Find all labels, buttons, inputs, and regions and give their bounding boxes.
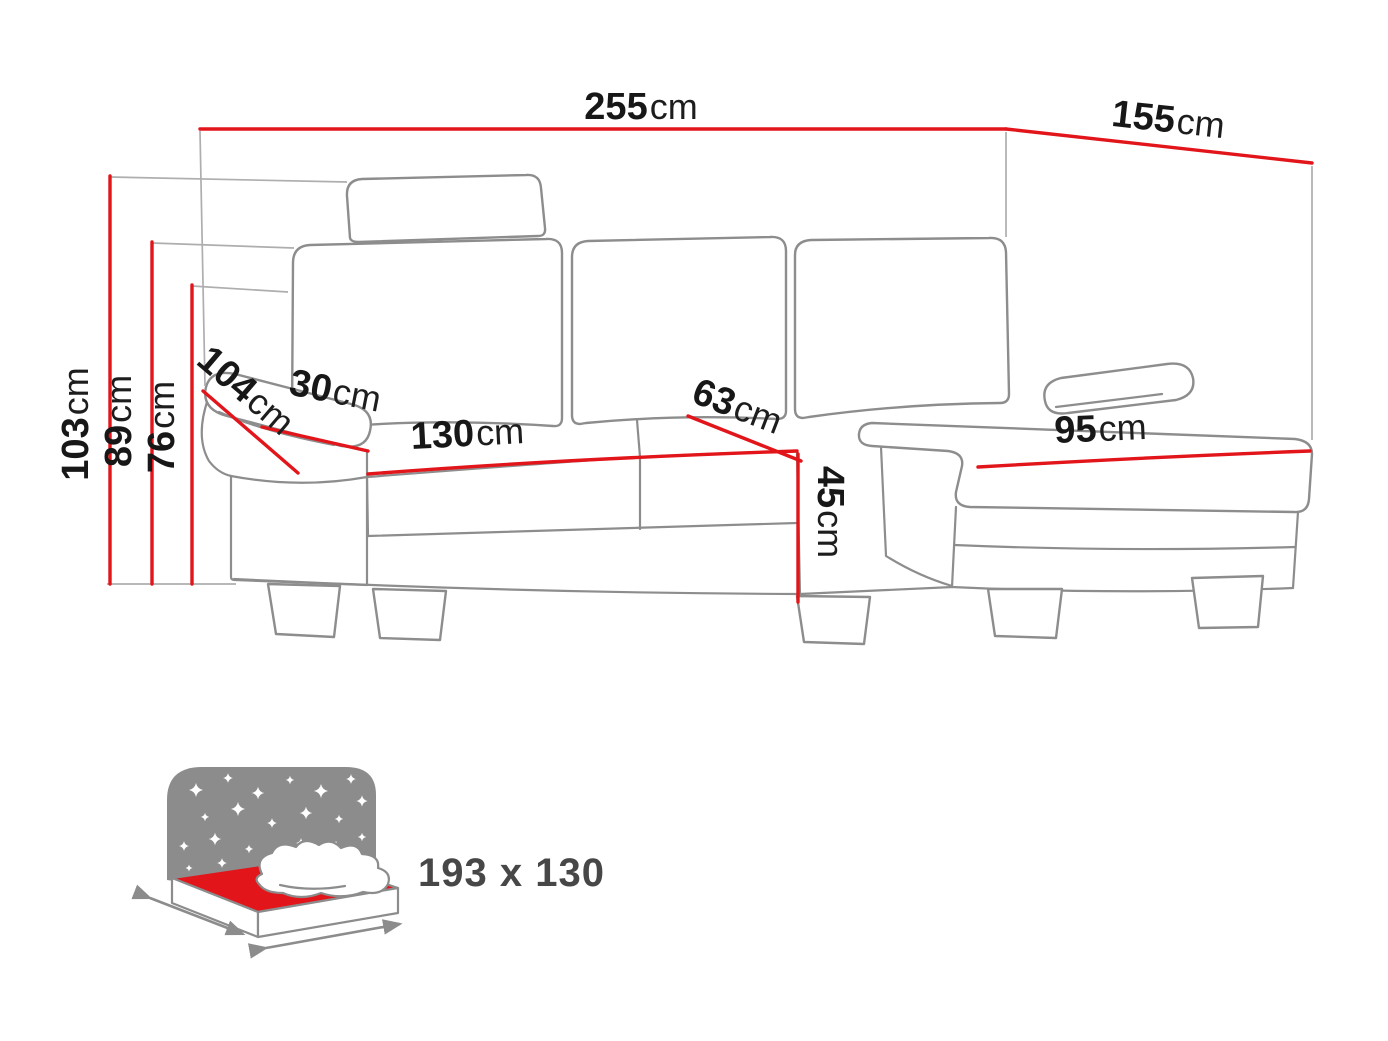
dim-line-armrest-width xyxy=(260,425,370,453)
sofa-foot xyxy=(266,582,342,639)
sleeping-function-icon xyxy=(131,767,403,959)
dim-label-seat-height: 45cm xyxy=(809,466,851,558)
dim-label-height-backrest: 89cm xyxy=(98,375,140,467)
sleeping-area-label: 193 x 130 xyxy=(418,851,605,895)
base-bottom-edge xyxy=(232,577,955,596)
dim-label-height-armrest: 76cm xyxy=(141,381,183,473)
dim-label-seat-width: 130cm xyxy=(410,410,525,458)
back-cushion-right xyxy=(793,236,1011,420)
left-armrest-outer-edge xyxy=(200,397,369,587)
dim-line-seat-depth xyxy=(686,414,803,463)
seat-front-face-seam xyxy=(366,521,799,538)
right-armrest-pad xyxy=(1043,362,1195,415)
sofa-foot xyxy=(986,587,1064,640)
sofa-foot xyxy=(371,587,448,642)
dim-label-height-total: 103cm xyxy=(55,367,97,480)
chaise-front-face-seam xyxy=(952,543,1297,551)
seat-split-line xyxy=(635,418,642,459)
extension-line xyxy=(109,176,348,183)
duvet-fold-line xyxy=(278,883,347,890)
duvet-icon xyxy=(255,839,390,899)
width-arrow-icon xyxy=(247,919,403,959)
sofa-foot xyxy=(1190,574,1265,630)
back-cushion-left xyxy=(290,237,564,433)
dimension-lines xyxy=(108,127,1314,604)
dim-label-width-total: 255cm xyxy=(584,86,697,128)
chaise-seat-cushion xyxy=(857,421,1314,514)
dim-line-depth-total xyxy=(201,389,300,475)
extension-lines xyxy=(107,130,1313,585)
extension-line xyxy=(151,242,295,249)
extension-line xyxy=(191,285,289,293)
right-armrest-seam xyxy=(1054,392,1164,409)
extension-line xyxy=(199,130,206,387)
dim-line-chaise-seat-width xyxy=(976,449,1312,469)
sofa-foot xyxy=(795,594,872,646)
dim-label-chaise-depth: 155cm xyxy=(1110,93,1227,147)
dim-line-chaise-depth xyxy=(1004,127,1314,165)
left-armrest-front-seam xyxy=(229,474,369,484)
dim-label-armrest-width: 30cm xyxy=(286,362,385,421)
chaise-front-right-corner xyxy=(1291,510,1300,590)
chaise-left-side xyxy=(879,445,954,588)
dim-label-chaise-seat-width: 95cm xyxy=(1053,406,1147,452)
headrest-cushion xyxy=(345,173,547,244)
dim-line-seat-width xyxy=(366,449,799,476)
left-armrest-pad xyxy=(204,371,372,448)
length-arrow-icon xyxy=(131,884,246,936)
chaise-front-left-corner xyxy=(950,505,958,589)
